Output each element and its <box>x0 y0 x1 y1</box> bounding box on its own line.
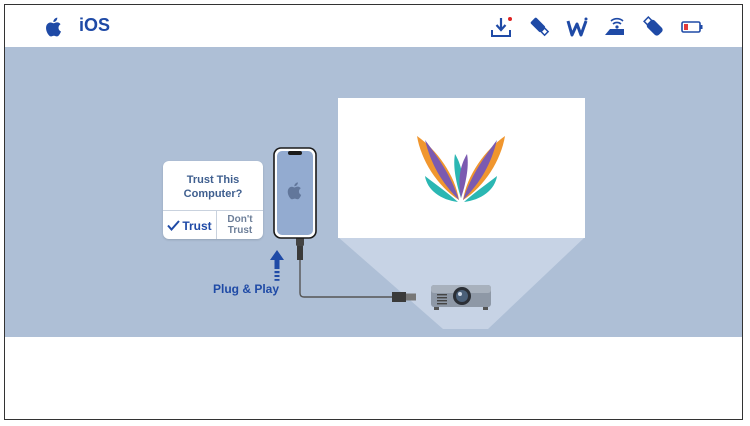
projection-beam <box>338 237 585 329</box>
toolbar-icons <box>490 15 704 39</box>
trust-button[interactable]: Trust <box>163 211 217 239</box>
iphone-device <box>273 147 317 239</box>
usb-stick-icon[interactable] <box>528 15 552 39</box>
page-title: iOS <box>79 15 111 35</box>
usb-cable <box>296 237 416 302</box>
illustration-area: Trust This Computer? Trust Don't Trust P… <box>5 47 742 337</box>
apple-icon <box>46 17 61 37</box>
trust-dialog-actions: Trust Don't Trust <box>163 210 263 239</box>
trust-button-label: Trust <box>182 218 212 233</box>
plug-arrow-icon <box>270 250 284 281</box>
plug-and-play-caption: Plug & Play <box>213 282 280 296</box>
projector <box>431 285 491 310</box>
dont-trust-button[interactable]: Don't Trust <box>227 214 253 236</box>
trust-dialog: Trust This Computer? Trust Don't Trust <box>163 161 263 239</box>
usb-drive-icon[interactable] <box>642 15 666 39</box>
checkmark-icon <box>167 220 181 231</box>
projection-screen <box>338 98 585 238</box>
wifi-w-icon[interactable] <box>566 15 590 39</box>
trust-dialog-title: Trust This Computer? <box>183 174 243 200</box>
wireless-router-icon[interactable] <box>604 15 628 39</box>
download-icon[interactable] <box>490 15 514 39</box>
frame: iOS <box>4 4 743 420</box>
battery-icon <box>681 21 703 33</box>
butterfly-logo <box>417 136 505 202</box>
top-bar: iOS <box>5 5 742 47</box>
